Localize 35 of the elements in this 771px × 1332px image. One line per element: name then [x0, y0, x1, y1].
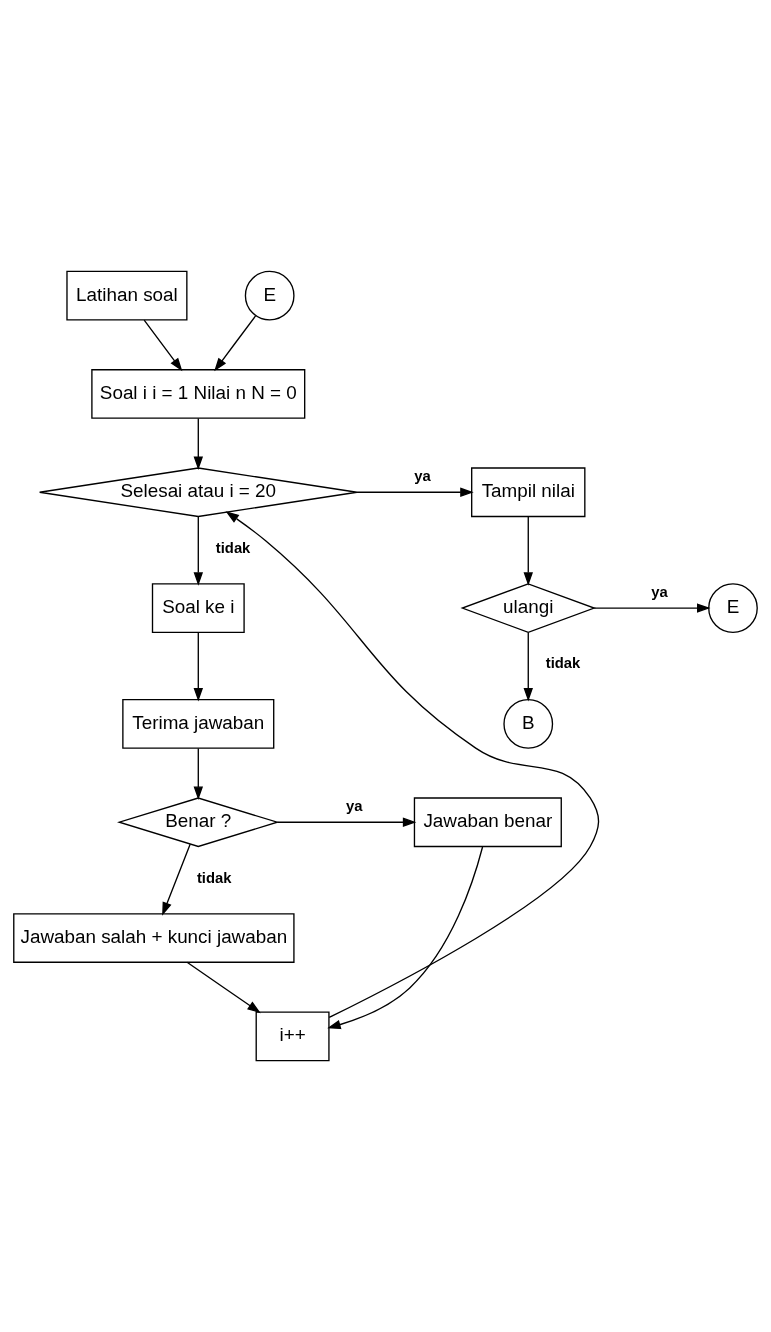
edge-label: tidak: [545, 655, 581, 672]
node-diamond: Benar ?: [117, 797, 280, 848]
edge-label: ya: [651, 584, 668, 601]
node-circle: B: [503, 699, 554, 749]
arrow: [593, 603, 711, 613]
node-box: i++: [255, 1011, 330, 1062]
node-circle: E: [244, 270, 295, 321]
node-circle: E: [708, 583, 758, 633]
node-box: Jawaban benar: [413, 797, 562, 848]
edge-label: tidak: [196, 869, 232, 886]
arrow: [193, 632, 204, 702]
node-box: Soal i i = 1 Nilai n N = 0: [91, 369, 306, 419]
edge-label: ya: [345, 798, 363, 815]
arrow: [162, 843, 191, 916]
node-box: Soal ke i: [151, 583, 245, 633]
edge-label: ya: [414, 468, 431, 485]
arrow: [214, 315, 257, 372]
node-box: Tampil nilai: [471, 467, 586, 518]
node-box: Terima jawaban: [122, 699, 275, 749]
arrow: [276, 817, 417, 827]
arrow: [523, 632, 533, 702]
edge-label: tidak: [215, 539, 251, 556]
node-box: Jawaban salah + kunci jawaban: [13, 913, 295, 963]
arrow: [186, 961, 261, 1014]
arrow: [193, 417, 204, 471]
arrow: [356, 487, 474, 497]
arrow: [193, 516, 204, 586]
arrow: [523, 516, 533, 586]
node-box: Latihan soal: [66, 270, 188, 321]
node-diamond: ulangi: [460, 583, 597, 634]
node-diamond: Selesai atau i = 20: [38, 467, 358, 518]
arrow: [327, 846, 484, 1030]
arrow: [143, 319, 183, 372]
arrow: [225, 511, 600, 1019]
arrow: [193, 747, 204, 800]
